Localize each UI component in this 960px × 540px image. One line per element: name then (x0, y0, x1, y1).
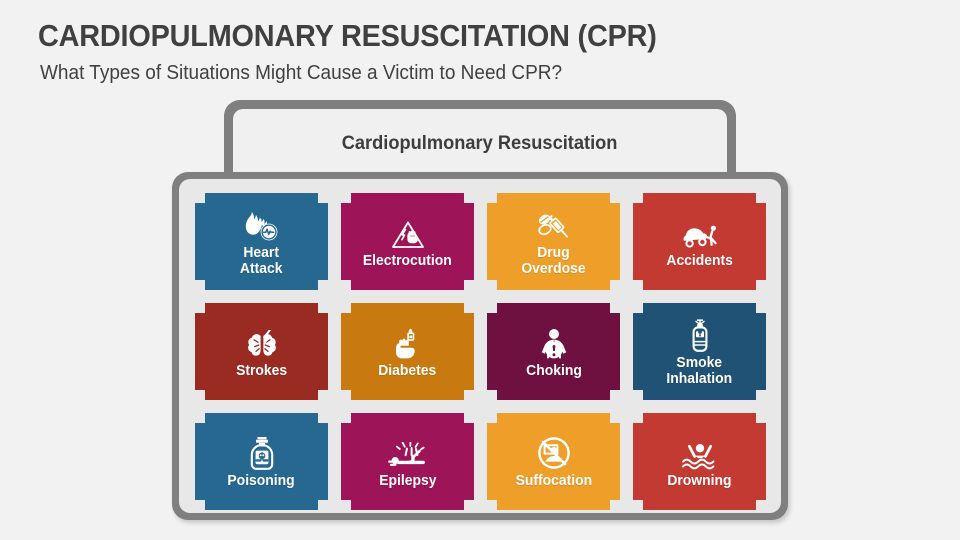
cause-card[interactable]: Heart Attack (195, 193, 328, 290)
cause-card-body: Strokes (195, 303, 328, 400)
cause-card[interactable]: Electrocution (341, 193, 474, 290)
pills-syringe-icon (536, 208, 572, 242)
seizure-person-icon (387, 436, 428, 470)
cause-card-body: Diabetes (341, 303, 474, 400)
oxygen-tank-icon (688, 318, 712, 352)
cause-card[interactable]: Accidents (633, 193, 766, 290)
cause-card-body: Drug Overdose (487, 193, 620, 290)
cause-card[interactable]: Drug Overdose (487, 193, 620, 290)
diagram-board-inner: Heart Attack Electrocution Drug Overdose (179, 179, 781, 513)
cause-card-body: Accidents (633, 193, 766, 290)
cause-card-body: Poisoning (195, 413, 328, 510)
diagram-header-label: Cardiopulmonary Resuscitation (342, 132, 618, 154)
cause-card-body: Electrocution (341, 193, 474, 290)
brain-lightning-icon (245, 326, 279, 360)
cause-card-label: Diabetes (378, 362, 437, 379)
cause-card[interactable]: Choking (487, 303, 620, 400)
poison-bottle-icon (247, 436, 277, 470)
cause-card[interactable]: Strokes (195, 303, 328, 400)
heart-attack-icon (244, 208, 280, 242)
diagram-header-tab: Cardiopulmonary Resuscitation (224, 100, 736, 178)
cause-card-label: Choking (525, 362, 582, 379)
cause-card-body: Drowning (633, 413, 766, 510)
diagram-board: Heart Attack Electrocution Drug Overdose (172, 172, 788, 520)
electrocution-warning-icon (391, 216, 425, 250)
drowning-person-icon (681, 436, 719, 470)
cause-card-label: Epilepsy (378, 472, 437, 489)
car-accident-icon (681, 216, 719, 250)
cause-card[interactable]: Suffocation (487, 413, 620, 510)
cause-card-grid: Heart Attack Electrocution Drug Overdose (195, 193, 779, 513)
cause-card[interactable]: Drowning (633, 413, 766, 510)
page-title: CARDIOPULMONARY RESUSCITATION (CPR) (38, 18, 657, 53)
cpr-diagram: Cardiopulmonary Resuscitation Heart Atta… (172, 100, 788, 520)
no-suffocation-icon (537, 436, 571, 470)
cause-card-label: Strokes (235, 362, 288, 379)
cause-card-body: Smoke Inhalation (633, 303, 766, 400)
cause-card-body: Epilepsy (341, 413, 474, 510)
cause-card-body: Choking (487, 303, 620, 400)
diagram-header-tab-inner: Cardiopulmonary Resuscitation (233, 109, 727, 178)
cause-card-label: Heart Attack (240, 244, 283, 277)
cause-card-label: Suffocation (515, 472, 592, 489)
cause-card-body: Suffocation (487, 413, 620, 510)
cause-card[interactable]: Poisoning (195, 413, 328, 510)
choking-person-icon (537, 326, 571, 360)
cause-card-label: Drowning (667, 472, 732, 489)
cause-card-body: Heart Attack (195, 193, 328, 290)
cause-card-label: Drug Overdose (521, 244, 586, 277)
cause-card[interactable]: Diabetes (341, 303, 474, 400)
cause-card[interactable]: Epilepsy (341, 413, 474, 510)
finger-prick-glucose-icon (392, 326, 424, 360)
cause-card[interactable]: Smoke Inhalation (633, 303, 766, 400)
cause-card-label: Poisoning (227, 472, 296, 489)
cause-card-label: Electrocution (363, 252, 452, 269)
cause-card-label: Smoke Inhalation (666, 354, 733, 387)
page-subtitle: What Types of Situations Might Cause a V… (40, 62, 563, 84)
cause-card-label: Accidents (666, 252, 733, 269)
